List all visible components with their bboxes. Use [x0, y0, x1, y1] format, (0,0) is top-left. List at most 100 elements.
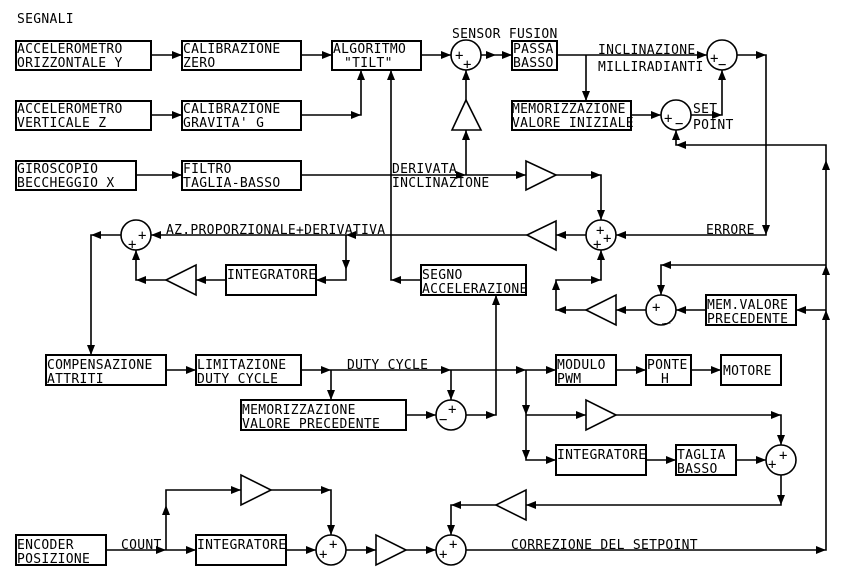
summing-junction-setpoint: + − — [660, 99, 692, 132]
arrowhead-icon — [516, 171, 526, 179]
arrowhead-icon — [357, 70, 365, 80]
block-tilt-algorithm: ALGORITMO "TILT" — [331, 40, 422, 71]
arrowhead-icon — [661, 261, 671, 269]
svg-text:LIMITAZIONE: LIMITAZIONE — [197, 358, 286, 373]
label-set: SET — [693, 102, 717, 117]
svg-text:ZERO: ZERO — [183, 56, 216, 71]
block-integrator-duty: INTEGRATORE — [555, 444, 647, 476]
svg-text:+: + — [603, 231, 612, 247]
svg-text:PRECEDENTE: PRECEDENTE — [707, 312, 788, 327]
svg-text:−: − — [675, 116, 684, 132]
arrowhead-icon — [516, 366, 526, 374]
block-lowpass-filter: FILTRO TAGLIA-BASSO — [181, 160, 302, 191]
block-mem-prev-value: MEM.VALORE PRECEDENTE — [705, 294, 797, 327]
summing-junction-setpoint-correction: + + — [435, 534, 467, 566]
arrowhead-icon — [777, 435, 785, 445]
svg-text:BASSO: BASSO — [677, 462, 718, 477]
summing-junction-speed: + _ — [645, 294, 677, 326]
arrowhead-icon — [342, 260, 350, 270]
svg-text:INTEGRATORE: INTEGRATORE — [227, 268, 316, 283]
arrowhead-icon — [502, 51, 512, 59]
block-passa-basso: PASSA BASSO — [511, 40, 558, 71]
arrowhead-icon — [591, 276, 601, 284]
svg-text:MEM.VALORE: MEM.VALORE — [707, 298, 788, 313]
arrowhead-icon — [366, 546, 376, 554]
block-mem-prev-duty: MEMORIZZAZIONE VALORE PRECEDENTE — [240, 399, 407, 432]
arrowhead-icon — [616, 306, 626, 314]
gain-proportional — [525, 219, 557, 252]
arrowhead-icon — [196, 276, 206, 284]
svg-text:TAGLIA-BASSO: TAGLIA-BASSO — [183, 176, 281, 191]
arrowhead-icon — [796, 306, 806, 314]
block-taglia-basso: TAGLIA BASSO — [675, 444, 737, 477]
arrowhead-icon — [156, 546, 166, 554]
arrowhead-icon — [447, 390, 455, 400]
svg-text:MOTORE: MOTORE — [723, 364, 772, 379]
svg-text:FILTRO: FILTRO — [183, 162, 232, 177]
arrowhead-icon — [351, 111, 361, 119]
label-milliradianti: MILLIRADIANTI — [598, 60, 704, 75]
svg-text:GRAVITA' G: GRAVITA' G — [183, 116, 264, 131]
arrowhead-icon — [172, 171, 182, 179]
svg-text:ALGORITMO: ALGORITMO — [333, 42, 406, 57]
arrowhead-icon — [591, 171, 601, 179]
arrowhead-icon — [172, 51, 182, 59]
arrowhead-icon — [756, 456, 766, 464]
gain-encoder-out — [375, 533, 408, 567]
svg-text:INTEGRATORE: INTEGRATORE — [197, 538, 286, 553]
arrowhead-icon — [546, 456, 556, 464]
svg-text:BASSO: BASSO — [513, 56, 554, 71]
gain-derivative-up — [450, 98, 483, 131]
svg-text:+: + — [652, 300, 661, 316]
arrowhead-icon — [576, 411, 586, 419]
block-pwm-module: MODULO PWM — [555, 354, 617, 387]
arrowhead-icon — [231, 486, 241, 494]
gain-encoder-proportional — [240, 473, 273, 507]
svg-text:CALIBRAZIONE: CALIBRAZIONE — [183, 102, 281, 117]
label-sensor-fusion: SENSOR FUSION — [452, 27, 558, 42]
arrowhead-icon — [387, 70, 395, 80]
block-accelerometer-z: ACCELEROMETRO VERTICALE Z — [15, 100, 152, 131]
svg-text:TAGLIA: TAGLIA — [677, 448, 726, 463]
summing-junction-fusion: + + — [450, 39, 482, 73]
svg-text:DUTY CYCLE: DUTY CYCLE — [197, 372, 278, 387]
arrowhead-icon — [306, 546, 316, 554]
svg-text:+: + — [319, 547, 328, 563]
arrowhead-icon — [526, 501, 536, 509]
arrowhead-icon — [822, 310, 830, 320]
arrowhead-icon — [711, 366, 721, 374]
svg-text:"TILT": "TILT" — [344, 56, 393, 71]
arrowhead-icon — [327, 390, 335, 400]
arrowhead-icon — [486, 411, 496, 419]
arrowhead-icon — [172, 111, 182, 119]
svg-text:SEGNO: SEGNO — [422, 268, 463, 283]
arrowhead-icon — [616, 231, 626, 239]
arrowhead-icon — [522, 450, 530, 460]
arrowhead-icon — [391, 276, 401, 284]
block-calibration-zero: CALIBRAZIONE ZERO — [181, 40, 302, 71]
label-derivata: DERIVATA — [392, 162, 457, 177]
arrowheads — [87, 51, 830, 554]
svg-text:−: − — [439, 412, 448, 428]
arrowhead-icon — [762, 225, 770, 235]
block-duty-limiter: LIMITAZIONE DUTY CYCLE — [195, 354, 302, 387]
arrowhead-icon — [327, 525, 335, 535]
svg-text:ACCELERAZIONE: ACCELERAZIONE — [422, 282, 528, 297]
arrowhead-icon — [771, 411, 781, 419]
svg-text:+: + — [596, 223, 605, 239]
svg-text:ORIZZONTALE Y: ORIZZONTALE Y — [17, 56, 123, 71]
arrowhead-icon — [87, 345, 95, 355]
arrowhead-icon — [636, 366, 646, 374]
svg-text:ATTRITI: ATTRITI — [47, 372, 104, 387]
arrowhead-icon — [777, 495, 785, 505]
arrowhead-icon — [322, 51, 332, 59]
svg-text:ENCODER: ENCODER — [17, 538, 74, 553]
svg-text:BECCHEGGIO X: BECCHEGGIO X — [17, 176, 115, 191]
svg-text:VERTICALE Z: VERTICALE Z — [17, 116, 106, 131]
block-mem-initial-value: MEMORIZZAZIONE VALORE INIZIALE — [511, 100, 634, 131]
arrowhead-icon — [822, 265, 830, 275]
arrowhead-icon — [447, 525, 455, 535]
svg-text:INTEGRATORE: INTEGRATORE — [557, 448, 646, 463]
block-motor: MOTORE — [720, 354, 782, 386]
arrowhead-icon — [651, 111, 661, 119]
